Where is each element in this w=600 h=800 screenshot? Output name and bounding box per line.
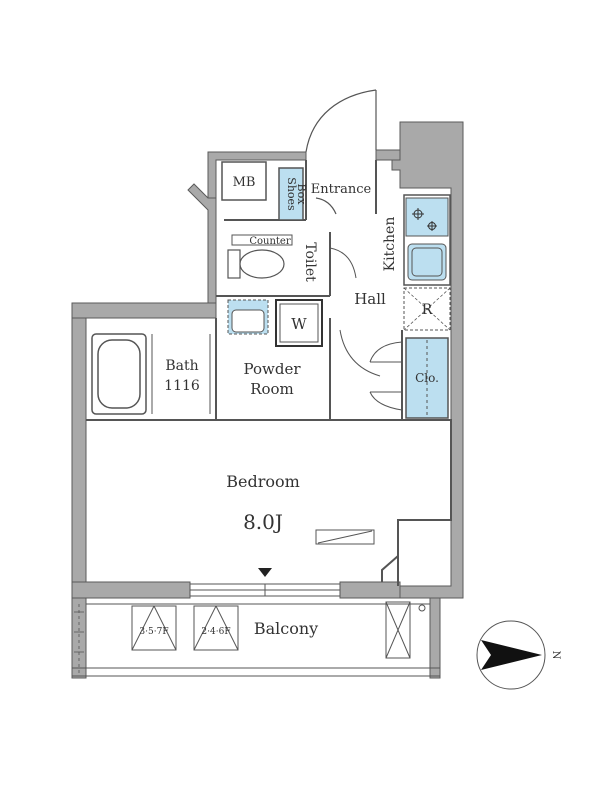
- shoes-box-label-2: Box: [295, 184, 308, 206]
- evacuation-hatch-right: [193, 605, 239, 651]
- toilet-door: [329, 247, 357, 279]
- walls: [71, 121, 464, 679]
- entrance-door: [305, 89, 377, 215]
- bedroom-size-label: 8.0J: [243, 510, 283, 534]
- counter-label: Counter: [249, 236, 290, 247]
- entrance-label: Entrance: [311, 182, 372, 197]
- north-arrow-icon: [481, 640, 542, 670]
- balcony-left-post-detail: [74, 604, 84, 676]
- bedroom-right-jog: [397, 419, 452, 586]
- kitchen-label: Kitchen: [382, 217, 398, 272]
- partitions: [86, 160, 452, 586]
- burner-icon: [412, 208, 437, 231]
- powder-room-label-2: Room: [250, 380, 294, 398]
- bedroom-label: Bedroom: [226, 472, 300, 491]
- toilet-label: Toilet: [302, 242, 318, 282]
- stove: [405, 197, 449, 237]
- air-conditioner: [315, 529, 375, 545]
- washer-space: [275, 299, 323, 347]
- hall-label: Hall: [354, 290, 386, 308]
- evacuation-hatch-left: [131, 605, 177, 651]
- balcony-label: Balcony: [254, 619, 318, 638]
- kitchen-sink: [407, 243, 447, 281]
- powder-room-label-1: Powder: [243, 360, 301, 378]
- bedroom-bottom-wall-right: [339, 581, 401, 599]
- entry-arrow-icon: [258, 568, 272, 577]
- hatch-floors-right-label: 2·4·6F: [201, 627, 230, 637]
- bath-size-label: 1116: [164, 378, 200, 394]
- balcony-right-post: [429, 597, 441, 679]
- top-wall-right: [375, 149, 401, 161]
- shoes-box: [278, 167, 304, 221]
- closet-label: Clo.: [415, 371, 439, 385]
- toilet-fixture: [227, 249, 285, 279]
- closet-door-swings: [369, 341, 403, 411]
- mb-box: [221, 161, 267, 201]
- outdoor-unit: [385, 601, 426, 659]
- bath-top-wall: [71, 302, 217, 331]
- diagonal-wall: [187, 183, 217, 319]
- hatch-floors-left-label: 3·5·7F: [139, 627, 168, 637]
- refrigerator-label: R: [422, 302, 433, 318]
- bath-label: Bath: [165, 358, 198, 374]
- mb-label: MB: [233, 175, 256, 190]
- compass: N: [476, 620, 561, 690]
- bathtub: [91, 333, 147, 415]
- left-wall: [71, 317, 87, 601]
- north-label: N: [550, 651, 561, 660]
- balcony-railing: [72, 603, 440, 677]
- bedroom-bottom-wall-left: [71, 581, 191, 599]
- counter: [231, 234, 293, 246]
- shoes-box-label-1: Shoes: [285, 177, 298, 211]
- balcony-left-post: [71, 597, 87, 679]
- bedroom-door: [339, 329, 381, 377]
- washer-label: W: [291, 315, 307, 333]
- bedroom-right-corner: [381, 555, 399, 582]
- balcony-sliding-window: [189, 583, 341, 597]
